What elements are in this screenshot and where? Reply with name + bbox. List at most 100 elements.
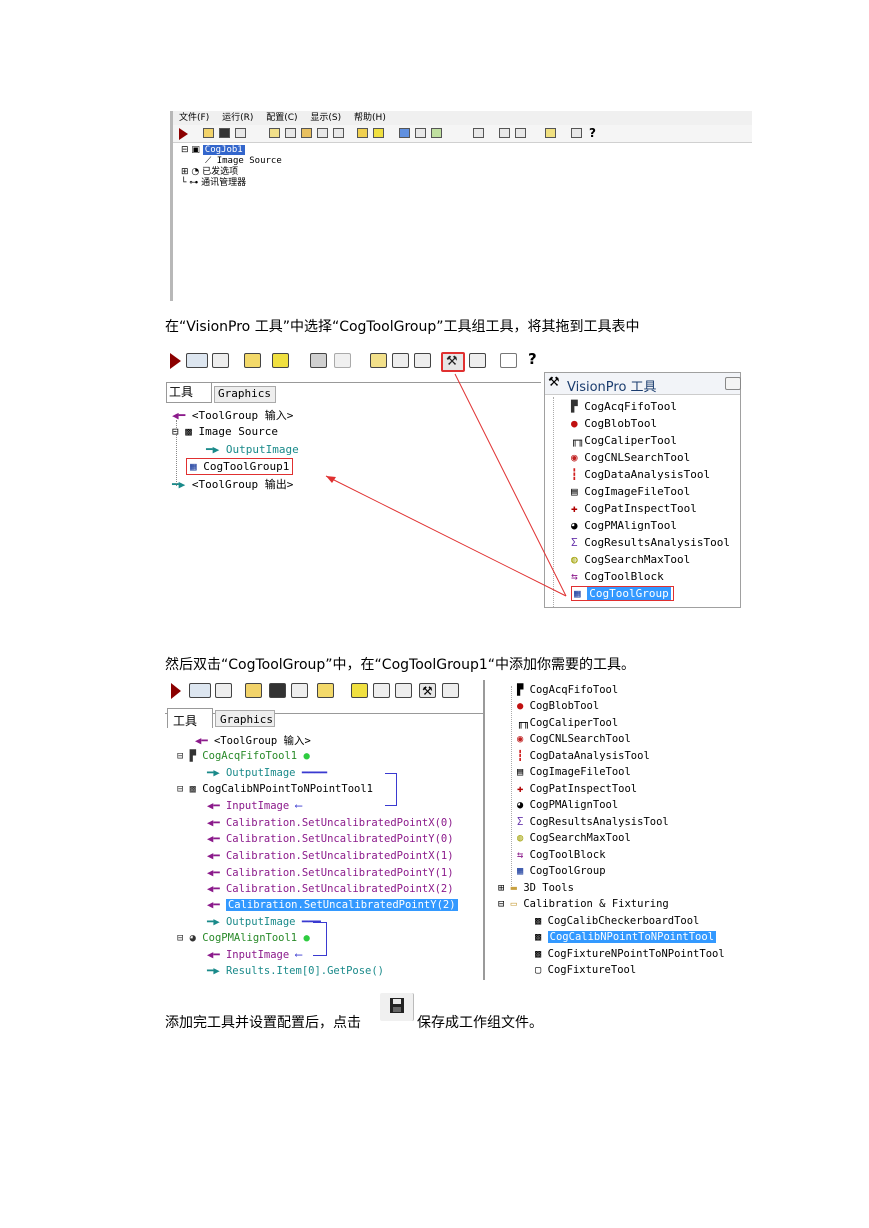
grid-icon[interactable]	[212, 353, 229, 368]
measure-icon[interactable]	[545, 128, 556, 138]
tree-output-image[interactable]: ━▶ OutputImage	[206, 443, 299, 456]
tool-item[interactable]: ● CogBlobTool	[571, 417, 658, 430]
reset-icon[interactable]	[317, 683, 334, 698]
save-icon[interactable]	[269, 683, 286, 698]
tool-item[interactable]: ✚ CogPatInspectTool	[571, 502, 697, 515]
tree-cogtoolgroup1[interactable]: ▦ CogToolGroup1	[186, 458, 294, 475]
tool-item[interactable]: ⇆ CogToolBlock	[517, 849, 606, 861]
tree-toolgroup-input[interactable]: ◀━ <ToolGroup 输入>	[172, 409, 294, 422]
numeric-icon[interactable]	[469, 353, 486, 368]
tree-input-image[interactable]: ◀━ InputImage ⟵	[207, 800, 302, 812]
image-icon[interactable]	[333, 128, 344, 138]
toolbox-icon[interactable]: ⚒	[441, 352, 465, 372]
tool-item-selected[interactable]: ▦ CogToolGroup	[571, 586, 674, 601]
equals-icon[interactable]	[334, 353, 351, 368]
tab-tools[interactable]: 工具	[166, 383, 212, 403]
open-icon[interactable]	[245, 683, 262, 698]
tool-item[interactable]: ● CogBlobTool	[517, 700, 600, 712]
tool-item[interactable]: ▩ CogFixtureNPointToNPointTool	[535, 948, 725, 960]
menu-run[interactable]: 运行(R)	[222, 113, 254, 123]
tool-item[interactable]: ⇆ CogToolBlock	[571, 570, 664, 583]
tool-item[interactable]: ▛ CogAcqFifoTool	[517, 684, 619, 696]
tools-icon[interactable]	[499, 128, 510, 138]
tree-calib-y2[interactable]: ◀━ Calibration.SetUncalibratedPointY(2)	[207, 899, 458, 911]
tool-item[interactable]: ▤ CogImageFileTool	[571, 485, 691, 498]
tool-item[interactable]: ◉ CogCNLSearchTool	[517, 733, 631, 745]
tree-toolgroup-input[interactable]: ◀━ <ToolGroup 输入>	[195, 735, 311, 747]
tool-item[interactable]: ◍ CogSearchMaxTool	[571, 553, 691, 566]
tree-calib-y1[interactable]: ◀━ Calibration.SetUncalibratedPointY(1)	[207, 867, 454, 879]
counter-icon[interactable]	[373, 683, 390, 698]
run-icon[interactable]	[179, 128, 188, 140]
refresh-icon[interactable]	[272, 353, 289, 368]
note-icon[interactable]	[370, 353, 387, 368]
tree-calib-x1[interactable]: ◀━ Calibration.SetUncalibratedPointX(1)	[207, 850, 454, 862]
tree-acqfifo[interactable]: ⊟ ▛ CogAcqFifoTool1 ●	[177, 750, 310, 762]
doc-icon[interactable]	[571, 128, 582, 138]
edit-icon[interactable]	[269, 128, 280, 138]
tool-item[interactable]: ◍ CogSearchMaxTool	[517, 832, 631, 844]
tree-output-image[interactable]: ━▶ OutputImage ━━━━	[207, 767, 328, 779]
display-icon[interactable]	[189, 683, 211, 698]
chart-icon[interactable]	[431, 128, 442, 138]
tree-node-job[interactable]: ⊟ ▣ CogJob1	[181, 145, 245, 155]
tool-item[interactable]: Σ CogResultsAnalysisTool	[571, 536, 730, 549]
tree-calib-x2[interactable]: ◀━ Calibration.SetUncalibratedPointX(2)	[207, 883, 454, 895]
menu-view[interactable]: 显示(S)	[310, 113, 342, 123]
list-icon[interactable]	[395, 683, 412, 698]
numeric-icon[interactable]	[442, 683, 459, 698]
tool-item[interactable]: ┇ CogDataAnalysisTool	[571, 468, 711, 481]
tree-calib-npoint[interactable]: ⊟ ▩ CogCalibNPointToNPointTool1	[177, 783, 373, 795]
tree-calib-y0[interactable]: ◀━ Calibration.SetUncalibratedPointY(0)	[207, 833, 454, 845]
display-icon[interactable]	[473, 128, 484, 138]
list-icon[interactable]	[414, 353, 431, 368]
tool-item[interactable]: ▩ CogCalibCheckerboardTool	[535, 915, 700, 927]
refresh-icon[interactable]	[351, 683, 368, 698]
folder-3d-tools[interactable]: ⊞ ▬ 3D Tools	[498, 882, 574, 894]
tab-graphics[interactable]: Graphics	[214, 386, 276, 403]
edit-icon[interactable]	[310, 353, 327, 368]
grid-icon[interactable]	[515, 128, 526, 138]
tool-item[interactable]: ▤ CogImageFileTool	[517, 766, 631, 778]
layout-icon[interactable]	[291, 683, 308, 698]
link-icon[interactable]	[399, 128, 410, 138]
folder-icon[interactable]	[301, 128, 312, 138]
tool-item[interactable]: ◕ CogPMAlignTool	[517, 799, 619, 811]
tool-item[interactable]: ◕ CogPMAlignTool	[571, 519, 677, 532]
counter-icon[interactable]	[392, 353, 409, 368]
tab-tools[interactable]: 工具	[167, 708, 213, 728]
tool-item[interactable]: ╓╖CogCaliperTool	[571, 434, 677, 447]
tool-item[interactable]: ▛ CogAcqFifoTool	[571, 400, 677, 413]
reset-icon[interactable]	[244, 353, 261, 368]
save-icon[interactable]	[219, 128, 230, 138]
tree-calib-x0[interactable]: ◀━ Calibration.SetUncalibratedPointX(0)	[207, 817, 454, 829]
save-all-icon[interactable]	[317, 128, 328, 138]
tree-node-image-source[interactable]: ⟋ Image Source	[205, 156, 282, 166]
folder-calibration[interactable]: ⊟ ▭ Calibration & Fixturing	[498, 898, 669, 910]
help-icon[interactable]: ?	[589, 126, 596, 140]
grid-icon[interactable]	[215, 683, 232, 698]
tool-item[interactable]: ✚ CogPatInspectTool	[517, 783, 638, 795]
tree-toolgroup-output[interactable]: ━▶ <ToolGroup 输出>	[172, 478, 294, 491]
tree-results-pose[interactable]: ━▶ Results.Item[0].GetPose()	[207, 965, 385, 977]
layout-icon[interactable]	[235, 128, 246, 138]
refresh-icon[interactable]	[373, 128, 384, 138]
help-icon[interactable]: ?	[528, 350, 537, 368]
comm-icon[interactable]	[415, 128, 426, 138]
tree-node-comm[interactable]: └ ⊶ 通讯管理器	[181, 178, 247, 188]
tool-item[interactable]: ┇ CogDataAnalysisTool	[517, 750, 650, 762]
toolbox-icon[interactable]: ⚒	[419, 683, 436, 698]
open-icon[interactable]	[203, 128, 214, 138]
measure-icon[interactable]	[500, 353, 517, 368]
tool-item[interactable]: ╓╖CogCaliperTool	[517, 717, 619, 729]
run-icon[interactable]	[171, 683, 181, 699]
tree-node-options[interactable]: ⊞ ◔ 已发选项	[181, 167, 239, 177]
tool-item[interactable]: ◉ CogCNLSearchTool	[571, 451, 691, 464]
tab-graphics[interactable]: Graphics	[215, 710, 275, 727]
tool-item[interactable]: ▢ CogFixtureTool	[535, 964, 637, 976]
tool-item-selected[interactable]: ▩ CogCalibNPointToNPointTool	[535, 931, 717, 943]
menu-file[interactable]: 文件(F)	[179, 113, 210, 123]
tree-pmalign[interactable]: ⊟ ◕ CogPMAlignTool1 ●	[177, 932, 310, 944]
tool-icon[interactable]	[285, 128, 296, 138]
display-icon[interactable]	[186, 353, 208, 368]
